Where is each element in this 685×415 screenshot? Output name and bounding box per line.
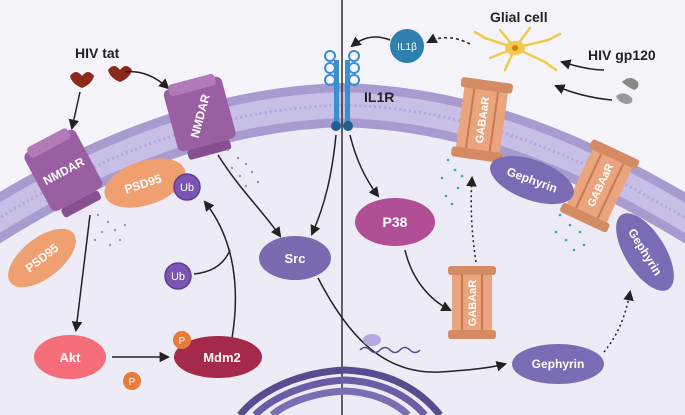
src-kinase: Src xyxy=(259,236,331,280)
gp120-molecule-2 xyxy=(616,93,633,104)
mdm2-label: Mdm2 xyxy=(203,350,241,365)
gephyrin-cytosolic-label: Gephyrin xyxy=(532,357,585,371)
src-label: Src xyxy=(285,251,306,266)
ub-bound-label: Ub xyxy=(180,182,194,194)
il1b-ligand: IL1β xyxy=(390,29,424,63)
p38-label: P38 xyxy=(383,214,408,230)
gephyrin-top: Gephyrin xyxy=(490,155,574,205)
arrow-tat-to-nmdar-top xyxy=(124,70,170,90)
endoplasmic-reticulum xyxy=(237,366,443,415)
phospho-akt: P xyxy=(123,372,141,390)
ub-bound: Ub xyxy=(173,173,201,201)
arrow-ub-loop xyxy=(193,249,231,275)
ion-flux-dots-left xyxy=(93,213,127,247)
gabaar-receptor-right: GABAaR xyxy=(560,139,640,233)
akt-label: Akt xyxy=(60,350,82,365)
gp120-molecule-1 xyxy=(622,78,639,90)
akt-kinase: Akt xyxy=(34,335,106,379)
hiv-tat-molecule-2 xyxy=(108,66,132,82)
ub-free-label: Ub xyxy=(171,271,185,283)
ub-free: Ub xyxy=(164,262,192,290)
hiv-tat-label: HIV tat xyxy=(75,45,120,61)
psd95-top: PSD95 xyxy=(104,158,186,208)
nmdar-receptor-left: NMDAR xyxy=(24,128,103,218)
psd95-left: PSD95 xyxy=(8,228,76,288)
il1r-receptor xyxy=(324,50,360,131)
arrow-gp120-to-glia xyxy=(559,59,605,71)
arrow-gabaar-recycling xyxy=(466,175,477,263)
chloride-dots xyxy=(440,158,586,252)
gabaar-internal-label: GABAaR xyxy=(467,280,479,327)
p38-kinase: P38 xyxy=(355,198,435,246)
phospho-mdm2-label: P xyxy=(179,336,186,347)
ion-flux-dots-top xyxy=(226,148,260,188)
arrow-gephyrin-to-membrane xyxy=(603,289,634,353)
arrow-p38-to-gabaar xyxy=(404,249,452,311)
gabaar-receptor-internal: GABAaR xyxy=(448,266,496,339)
il1r-label: IL1R xyxy=(364,89,394,105)
arrow-nmdar-to-akt xyxy=(71,214,91,333)
arrow-tat-to-nmdar-left xyxy=(68,91,81,131)
glial-cell-nucleus xyxy=(512,45,518,51)
hiv-tat-molecule-1 xyxy=(70,72,94,88)
glial-cell-label: Glial cell xyxy=(490,9,548,25)
gephyrin-cytosolic: Gephyrin xyxy=(512,344,604,384)
arrow-nmdar-to-src xyxy=(217,154,282,238)
hiv-gp120-label: HIV gp120 xyxy=(588,47,656,63)
arrow-mdm2-to-psd95 xyxy=(203,200,237,339)
mdm2-protein: Mdm2 xyxy=(174,336,262,378)
mrna-transcript xyxy=(359,334,421,354)
arrow-gp120-lower xyxy=(554,84,613,101)
phospho-akt-label: P xyxy=(129,377,136,388)
nmdar-receptor-top: NMDAR xyxy=(163,73,236,160)
gabaar-receptor-top: GABAaR xyxy=(451,77,513,163)
arrow-src-to-gephyrin xyxy=(317,277,508,373)
arrow-il1r-to-p38 xyxy=(349,134,380,198)
phospho-mdm2: P xyxy=(173,331,191,349)
arrow-il1b-to-il1r xyxy=(350,36,391,48)
il1b-label: IL1β xyxy=(397,42,417,53)
arrow-il1r-to-src xyxy=(310,134,337,236)
